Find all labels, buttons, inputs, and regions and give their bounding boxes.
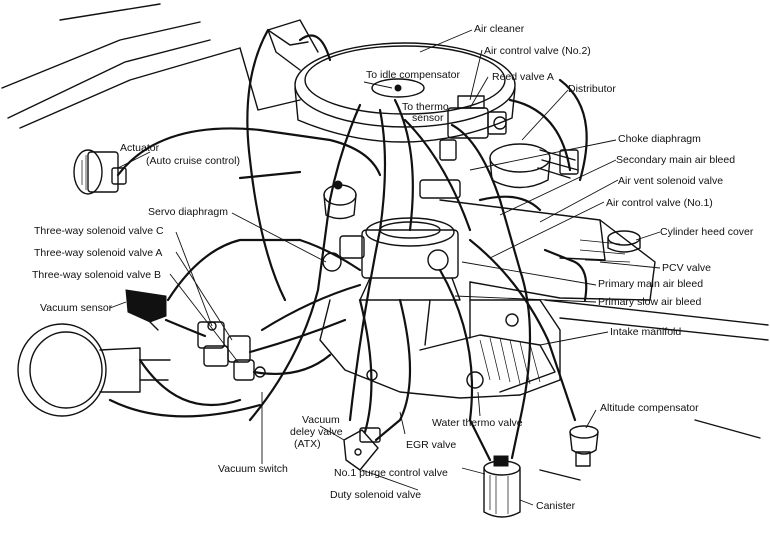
label-choke-diaphragm: Choke diaphragm xyxy=(618,133,701,145)
leader-lines xyxy=(109,29,661,506)
label-reed-valve-a: Reed valve A xyxy=(492,71,554,83)
label-to-idle-compensator: To idle compensator xyxy=(366,69,460,81)
vacuum-sensor-shape xyxy=(125,289,167,331)
label-pcv-valve: PCV valve xyxy=(662,262,711,274)
label-air-vent-solenoid-valve: Air vent solenoid valve xyxy=(618,175,723,187)
label-primary-main-air-bleed: Primary main air bleed xyxy=(598,278,703,290)
label-auto-cruise-control: (Auto cruise control) xyxy=(146,155,240,167)
label-vacuum-delay-valve-line3: (ATX) xyxy=(294,438,321,450)
hood-outline xyxy=(1,3,301,129)
label-cylinder-heed-cover: Cylinder heed cover xyxy=(660,226,754,238)
solenoid-valves-shape xyxy=(197,321,266,381)
label-sensor: sensor xyxy=(412,112,444,124)
duty-solenoid-shape xyxy=(343,427,381,471)
vacuum-hoses xyxy=(108,28,588,462)
label-duty-solenoid-valve: Duty solenoid valve xyxy=(330,489,421,501)
altitude-compensator-shape xyxy=(569,425,599,467)
label-altitude-compensator: Altitude compensator xyxy=(600,402,699,414)
actuator-shape xyxy=(73,149,127,195)
label-three-way-solenoid-valve-c: Three-way solenoid valve C xyxy=(34,225,164,237)
label-primary-slow-air-bleed: Primary slow air bleed xyxy=(598,296,701,308)
engine-block-shape xyxy=(319,199,656,399)
label-three-way-solenoid-valve-b: Three-way solenoid valve B xyxy=(32,269,161,281)
air-cleaner-shape xyxy=(267,19,516,143)
label-egr-valve: EGR valve xyxy=(406,439,456,451)
labels: Air cleaner Air control valve (No.2) To … xyxy=(32,23,754,512)
cylinder-head-cap-shape xyxy=(607,230,641,253)
label-servo-diaphragm: Servo diaphragm xyxy=(148,206,228,218)
label-three-way-solenoid-valve-a: Three-way solenoid valve A xyxy=(34,247,162,259)
label-vacuum-delay-valve-line1: Vacuum xyxy=(302,414,340,426)
label-canister: Canister xyxy=(536,500,576,512)
brake-booster-shape xyxy=(17,323,171,417)
label-vacuum-sensor: Vacuum sensor xyxy=(40,302,113,314)
label-air-cleaner: Air cleaner xyxy=(474,23,525,35)
label-no1-purge-control-valve: No.1 purge control valve xyxy=(334,467,448,479)
label-water-thermo-valve: Water thermo valve xyxy=(432,417,523,429)
label-secondary-main-air-bleed: Secondary main air bleed xyxy=(616,154,735,166)
label-to-thermo: To thermo xyxy=(402,101,449,113)
label-vacuum-delay-valve-line2: deley valve xyxy=(290,426,343,438)
label-distributor: Distributor xyxy=(568,83,616,95)
label-vacuum-switch: Vacuum switch xyxy=(218,463,288,475)
label-air-control-valve-no2: Air control valve (No.2) xyxy=(484,45,591,57)
body-lines-right xyxy=(539,299,769,481)
canister-shape xyxy=(483,455,521,518)
label-intake-manifold: Intake manifold xyxy=(610,326,681,338)
label-actuator: Actuator xyxy=(120,142,160,154)
label-air-control-valve-no1: Air control valve (No.1) xyxy=(606,197,713,209)
